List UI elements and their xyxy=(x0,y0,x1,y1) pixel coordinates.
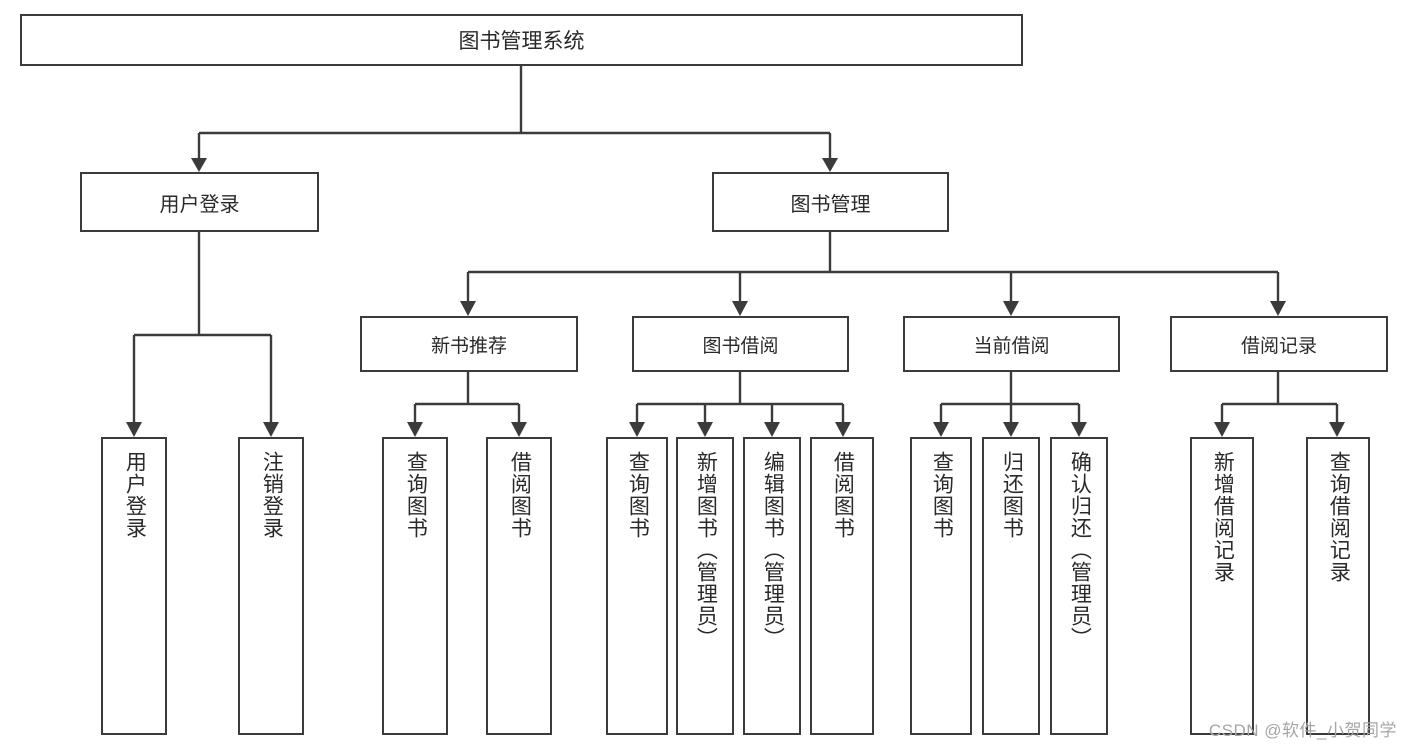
node-leaf-query-record-label: 查询借阅记录 xyxy=(1327,451,1351,583)
arrowhead-leaf-edit-book xyxy=(764,422,780,437)
arrowhead-leaf-borrow-book-1 xyxy=(511,422,527,437)
node-leaf-user-logout-label: 注销登录 xyxy=(260,451,284,539)
arrowhead-leaf-add-book xyxy=(697,422,713,437)
arrowhead-leaf-query-book-3 xyxy=(933,422,949,437)
node-leaf-borrow-book-1[interactable]: 借阅图书 xyxy=(486,437,552,735)
node-leaf-borrow-book-2[interactable]: 借阅图书 xyxy=(810,437,874,735)
arrowhead-leaf-return-book xyxy=(1003,422,1019,437)
node-book-manage-label: 图书管理 xyxy=(790,193,871,216)
arrowhead-book-borrow xyxy=(732,301,748,316)
node-leaf-return-book-label: 归还图书 xyxy=(1000,451,1024,539)
node-leaf-confirm-return-label: 确认归还（管理员） xyxy=(1068,451,1092,649)
node-leaf-return-book[interactable]: 归还图书 xyxy=(982,437,1040,735)
node-root[interactable]: 图书管理系统 xyxy=(20,14,1023,66)
arrowhead-new-book-rec xyxy=(460,301,476,316)
arrowhead-leaf-query-book-1 xyxy=(407,422,423,437)
node-leaf-user-login[interactable]: 用户登录 xyxy=(101,437,167,735)
arrowhead-book-manage xyxy=(822,158,838,172)
node-new-book-rec-label: 新书推荐 xyxy=(430,335,507,357)
node-leaf-edit-book[interactable]: 编辑图书（管理员） xyxy=(743,437,801,735)
node-leaf-query-book-2-label: 查询图书 xyxy=(626,451,650,539)
node-user-login-label: 用户登录 xyxy=(159,193,240,216)
arrowhead-borrow-record xyxy=(1270,301,1286,316)
node-leaf-query-book-1[interactable]: 查询图书 xyxy=(382,437,448,735)
arrowhead-leaf-borrow-book-2 xyxy=(835,422,851,437)
arrowhead-current-borrow xyxy=(1003,301,1019,316)
node-leaf-query-record[interactable]: 查询借阅记录 xyxy=(1306,437,1370,735)
arrowhead-leaf-query-book-2 xyxy=(629,422,645,437)
node-leaf-add-book-label: 新增图书（管理员） xyxy=(694,451,718,649)
arrowhead-leaf-user-logout xyxy=(263,422,279,437)
node-current-borrow[interactable]: 当前借阅 xyxy=(903,316,1120,372)
node-leaf-add-record[interactable]: 新增借阅记录 xyxy=(1190,437,1254,735)
node-leaf-add-record-label: 新增借阅记录 xyxy=(1211,451,1235,583)
node-leaf-borrow-book-1-label: 借阅图书 xyxy=(508,451,532,539)
node-book-borrow-label: 图书借阅 xyxy=(702,335,779,357)
node-leaf-confirm-return[interactable]: 确认归还（管理员） xyxy=(1050,437,1108,735)
node-book-borrow[interactable]: 图书借阅 xyxy=(632,316,849,372)
node-leaf-query-book-3[interactable]: 查询图书 xyxy=(910,437,972,735)
node-leaf-user-login-label: 用户登录 xyxy=(123,451,147,539)
node-borrow-record-label: 借阅记录 xyxy=(1240,335,1317,357)
node-borrow-record[interactable]: 借阅记录 xyxy=(1170,316,1388,372)
node-leaf-user-logout[interactable]: 注销登录 xyxy=(238,437,304,735)
node-current-borrow-label: 当前借阅 xyxy=(973,335,1050,357)
arrowhead-leaf-user-login xyxy=(126,422,142,437)
node-book-manage[interactable]: 图书管理 xyxy=(712,172,949,232)
node-new-book-rec[interactable]: 新书推荐 xyxy=(360,316,578,372)
node-leaf-query-book-3-label: 查询图书 xyxy=(930,451,954,539)
arrowhead-user-login xyxy=(191,158,207,172)
node-leaf-query-book-2[interactable]: 查询图书 xyxy=(606,437,668,735)
node-user-login[interactable]: 用户登录 xyxy=(80,172,319,232)
node-leaf-add-book[interactable]: 新增图书（管理员） xyxy=(676,437,734,735)
node-leaf-query-book-1-label: 查询图书 xyxy=(404,451,428,539)
arrowhead-leaf-confirm-return xyxy=(1071,422,1087,437)
arrowhead-leaf-add-record xyxy=(1214,422,1230,437)
node-root-label: 图书管理系统 xyxy=(458,30,585,53)
arrowhead-leaf-query-record xyxy=(1329,422,1345,437)
node-leaf-borrow-book-2-label: 借阅图书 xyxy=(831,451,855,539)
watermark: CSDN @软件_小贺同学 xyxy=(1208,721,1397,740)
node-leaf-edit-book-label: 编辑图书（管理员） xyxy=(761,451,785,649)
